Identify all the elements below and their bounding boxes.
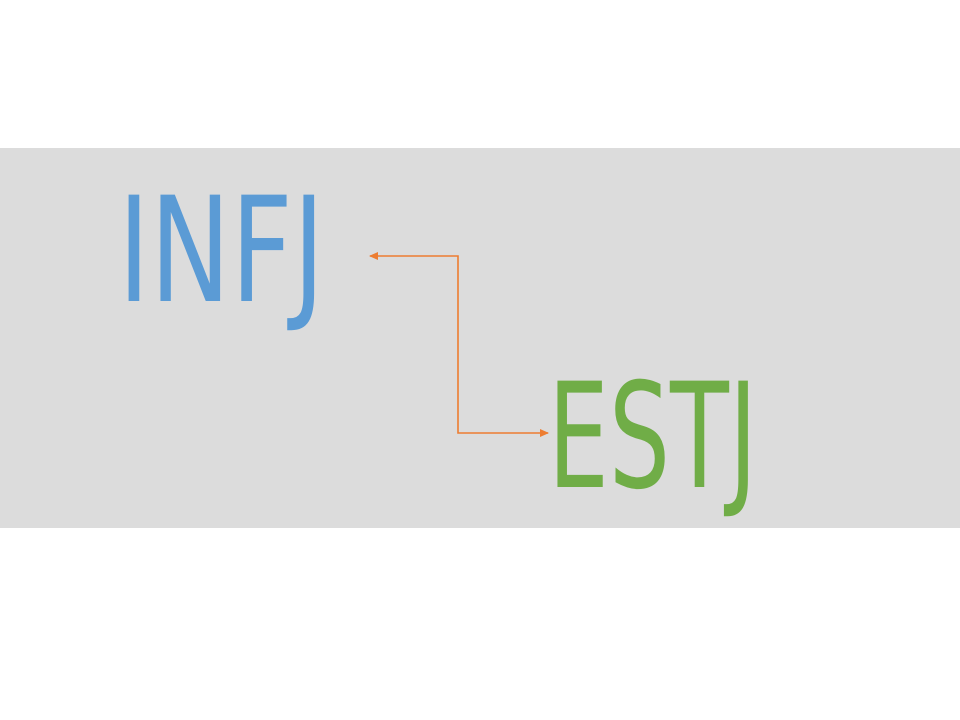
elbow-connector-line	[369, 252, 549, 437]
infj-label: INFJ	[118, 166, 325, 336]
estj-label: ESTJ	[548, 352, 758, 522]
